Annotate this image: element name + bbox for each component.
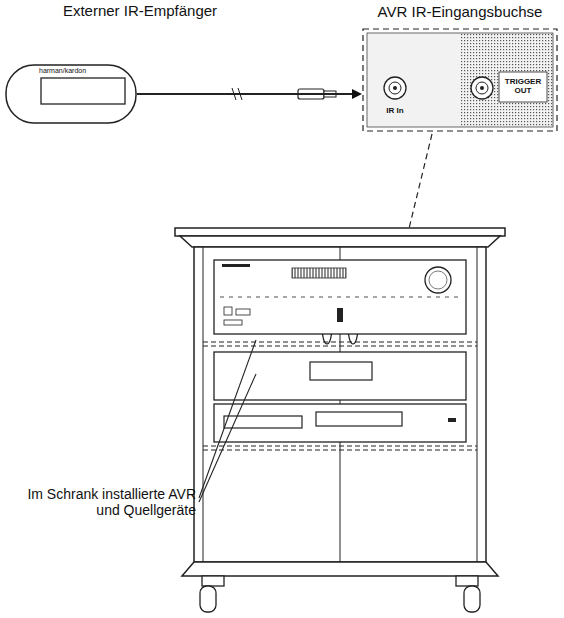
jack-label: IR In [377, 106, 413, 115]
ir-receiver: Externer IR-Empfängerharman/kardon [5, 64, 137, 124]
heading: AVR IR-Eingangsbuchse [362, 3, 558, 20]
heading: Externer IR-Empfänger [55, 2, 225, 19]
ir-input-panel: AVR IR-EingangsbuchseIR InTRIGGER OUT [362, 28, 558, 132]
callout-text: Im Schrank installierte AVR und Quellger… [4, 486, 196, 518]
jack-label: TRIGGER OUT [500, 77, 546, 95]
cable-connector [137, 89, 362, 99]
brand-text: harman/kardon [39, 67, 99, 75]
